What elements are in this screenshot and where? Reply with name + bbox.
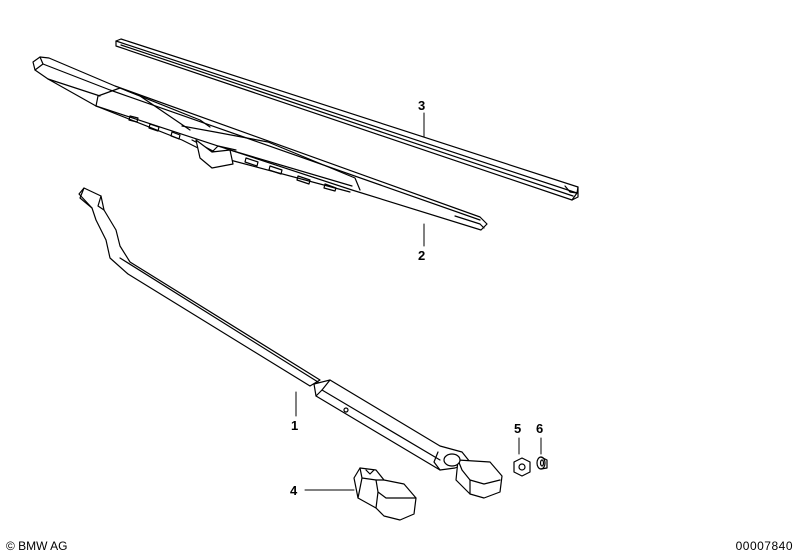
callout-1: 1 [291,418,298,433]
copyright-notice: © BMW AG [6,539,68,553]
hex-nut [513,457,531,477]
callout-2: 2 [418,248,425,263]
leader-lines [295,112,542,491]
washer [536,456,548,470]
cover-cap [353,467,417,521]
wiper-arm [78,187,503,499]
callout-4: 4 [290,483,298,498]
callout-6: 6 [536,421,543,436]
wiper-rubber-strip [115,38,579,201]
wiper-blade [32,56,488,231]
diagram-number: 00007840 [735,539,793,553]
callout-5: 5 [514,421,521,436]
callout-3: 3 [418,98,425,113]
